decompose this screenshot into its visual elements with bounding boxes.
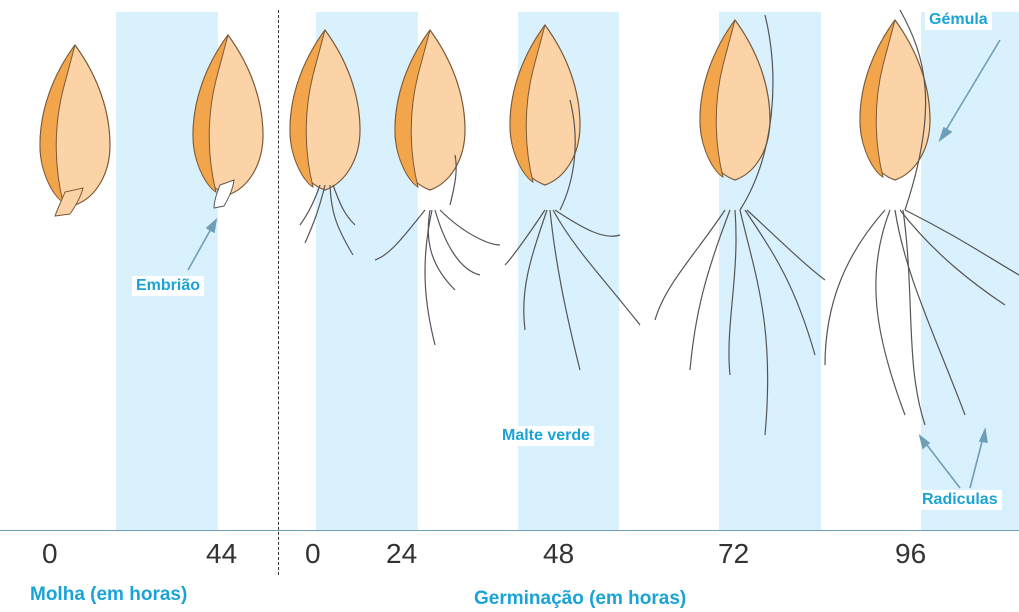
- tick-molha-0: 0: [42, 538, 58, 570]
- tick-germ-0: 0: [305, 538, 321, 570]
- tick-germ-24: 24: [386, 538, 417, 570]
- caption-germinacao: Germinação (em horas): [474, 588, 686, 610]
- caption-molha: Molha (em horas): [30, 584, 187, 606]
- grain-germ-0: [290, 30, 360, 255]
- label-radiculas: Radiculas: [918, 490, 1002, 510]
- grain-germ-48: [505, 25, 640, 370]
- label-embriao: Embrião: [132, 276, 204, 296]
- grain-molha-44: [193, 35, 263, 208]
- tick-germ-96: 96: [895, 538, 926, 570]
- tick-germ-72: 72: [718, 538, 749, 570]
- grain-molha-0: [40, 45, 110, 216]
- tick-germ-48: 48: [543, 538, 574, 570]
- grain-germ-72: [655, 15, 825, 435]
- grain-germ-96: [825, 10, 1019, 425]
- tick-molha-44: 44: [206, 538, 237, 570]
- label-malte-verde: Malte verde: [498, 426, 594, 446]
- label-gemula: Gémula: [925, 10, 992, 30]
- grain-germ-24: [375, 30, 500, 345]
